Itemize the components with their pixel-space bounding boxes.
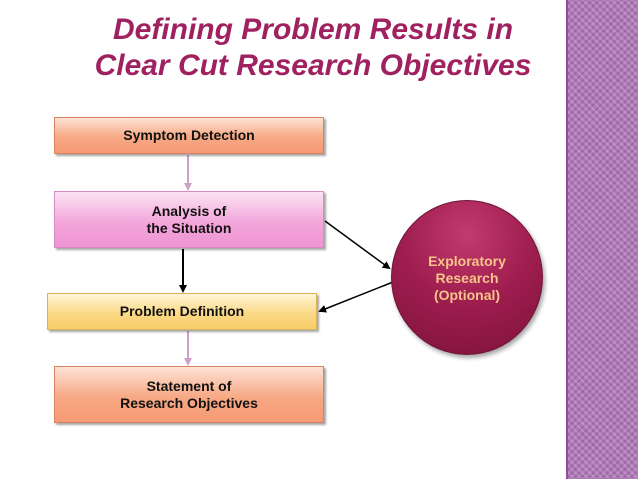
exploratory-line-2: Research — [435, 270, 499, 286]
symptom-detection-label: Symptom Detection — [123, 127, 255, 143]
problem-definition-box: Problem Definition — [47, 293, 317, 330]
slide-title: Defining Problem Results in Clear Cut Re… — [78, 12, 548, 84]
title-line-2: Clear Cut Research Objectives — [94, 49, 532, 82]
analysis-line-1: Analysis of — [151, 202, 227, 219]
problem-definition-label: Problem Definition — [119, 303, 245, 319]
exploratory-research-circle: Exploratory Research (Optional) — [391, 200, 543, 355]
research-objectives-box: Statement of Research Objectives — [54, 366, 324, 423]
side-panel-border — [566, 0, 568, 479]
arrow-analysis-to-exploratory — [324, 220, 391, 270]
analysis-line-2: the Situation — [146, 219, 232, 236]
title-line-1: Defining Problem Results in — [112, 13, 514, 46]
exploratory-line-1: Exploratory — [428, 253, 506, 269]
analysis-of-situation-box: Analysis of the Situation — [54, 191, 324, 248]
statement-line-2: Research Objectives — [120, 394, 258, 411]
arrow-exploratory-to-problem — [318, 281, 394, 313]
exploratory-line-3: (Optional) — [433, 287, 501, 303]
symptom-detection-box: Symptom Detection — [54, 117, 324, 154]
decorative-side-panel — [566, 0, 638, 479]
statement-line-1: Statement of — [146, 377, 232, 394]
